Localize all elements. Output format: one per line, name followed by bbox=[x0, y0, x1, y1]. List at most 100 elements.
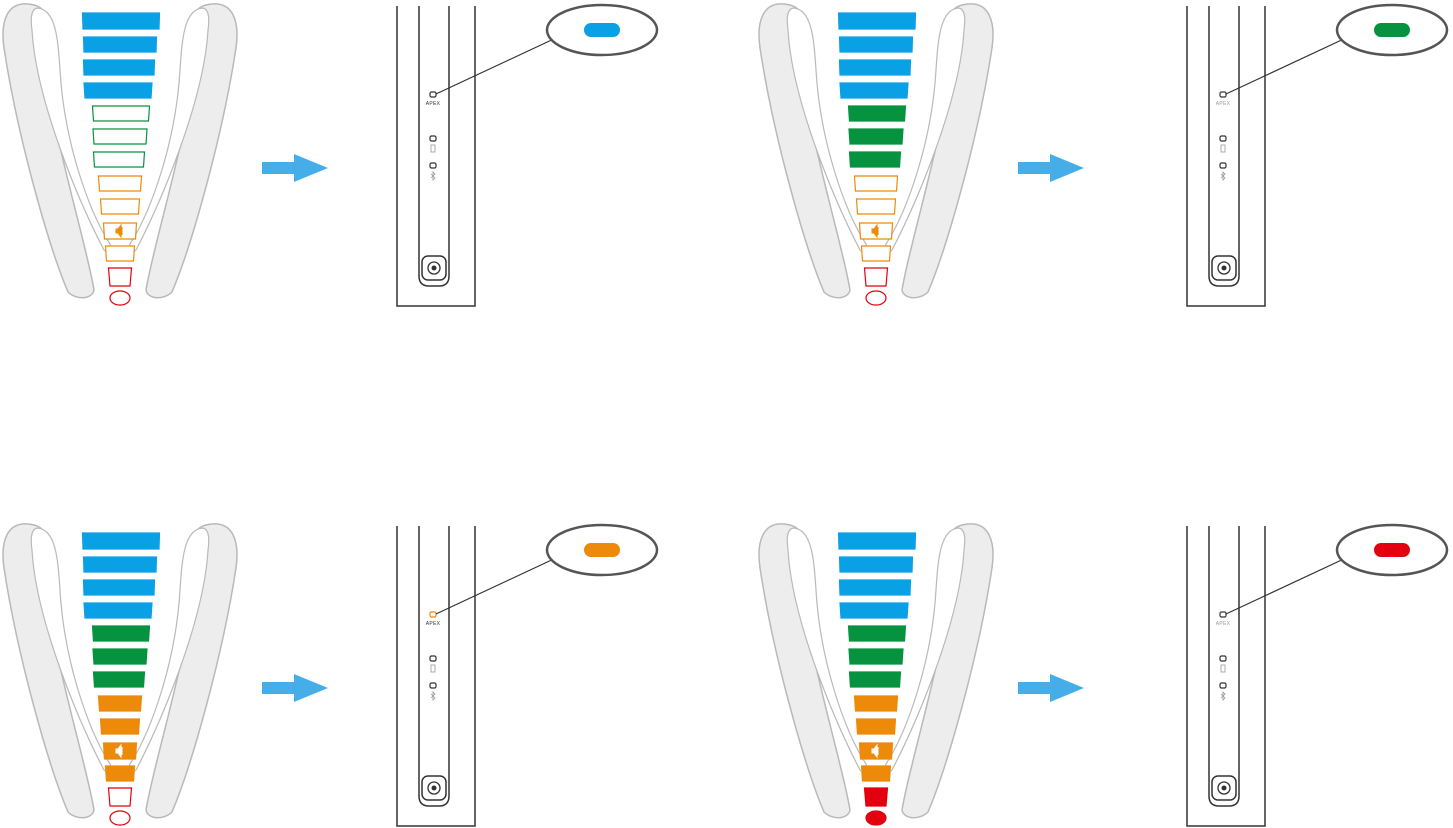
level-segment-8 bbox=[853, 175, 899, 192]
level-segment-5 bbox=[847, 625, 907, 642]
arrow-icon bbox=[1018, 674, 1084, 702]
level-segment-2 bbox=[82, 556, 158, 573]
level-segment-8 bbox=[97, 695, 143, 712]
speaker-icon bbox=[871, 223, 879, 239]
level-segment-5 bbox=[91, 105, 151, 122]
device-panel bbox=[1208, 526, 1240, 807]
level-segment-11 bbox=[860, 245, 892, 262]
battery-led bbox=[1219, 655, 1227, 662]
level-segment-4 bbox=[839, 82, 909, 99]
level-segment-3 bbox=[838, 59, 912, 76]
level-segment-4 bbox=[83, 82, 153, 99]
level-segment-11 bbox=[860, 765, 892, 782]
led-blue-indicator bbox=[584, 23, 620, 37]
power-icon-dot bbox=[1221, 265, 1227, 271]
level-segment-1 bbox=[837, 532, 917, 550]
arrow-icon bbox=[262, 674, 328, 702]
callout-line bbox=[435, 556, 559, 615]
device-panel bbox=[418, 526, 450, 807]
level-segment-12 bbox=[863, 267, 889, 287]
speaker-icon bbox=[871, 743, 879, 759]
battery-icon bbox=[1220, 144, 1226, 153]
level-segment-4 bbox=[839, 602, 909, 619]
level-segment-7 bbox=[848, 671, 902, 688]
level-segment-3 bbox=[82, 579, 156, 596]
apex-label: APEX bbox=[1216, 101, 1231, 107]
battery-led bbox=[429, 135, 437, 142]
level-segment-1 bbox=[837, 12, 917, 30]
panel-orange: APEX bbox=[2, 523, 659, 827]
level-segment-2 bbox=[838, 556, 914, 573]
level-segment-11 bbox=[104, 245, 136, 262]
level-segment-6 bbox=[848, 128, 904, 145]
level-indicator-circle bbox=[109, 810, 131, 826]
level-segment-2 bbox=[82, 36, 158, 53]
level-segment-8 bbox=[97, 175, 143, 192]
status-led bbox=[429, 611, 437, 618]
level-segment-8 bbox=[853, 695, 899, 712]
level-segment-9 bbox=[99, 198, 141, 215]
level-segment-7 bbox=[92, 671, 146, 688]
bluetooth-icon bbox=[430, 171, 436, 181]
callout-line bbox=[1225, 556, 1349, 615]
battery-led bbox=[429, 655, 437, 662]
level-segment-12 bbox=[863, 787, 889, 807]
bluetooth-led bbox=[1219, 162, 1227, 169]
callout-line bbox=[1225, 36, 1349, 95]
level-indicator-circle bbox=[109, 290, 131, 306]
power-icon-dot bbox=[431, 265, 437, 271]
level-segment-11 bbox=[104, 765, 136, 782]
status-led bbox=[429, 91, 437, 98]
device-body bbox=[396, 6, 476, 307]
apex-label: APEX bbox=[1216, 621, 1231, 627]
device-panel bbox=[418, 6, 450, 287]
level-indicator-circle bbox=[865, 810, 887, 826]
level-segment-6 bbox=[92, 128, 148, 145]
speaker-icon bbox=[115, 223, 123, 239]
level-indicator-circle bbox=[865, 290, 887, 306]
device-body bbox=[1186, 6, 1266, 307]
battery-icon bbox=[430, 144, 436, 153]
level-segment-4 bbox=[83, 602, 153, 619]
arrow-icon bbox=[262, 154, 328, 182]
level-segment-1 bbox=[81, 532, 161, 550]
power-icon-dot bbox=[431, 785, 437, 791]
device-body bbox=[1186, 526, 1266, 827]
arrow-icon bbox=[1018, 154, 1084, 182]
apex-label: APEX bbox=[426, 621, 441, 627]
bluetooth-icon bbox=[1220, 171, 1226, 181]
level-segment-9 bbox=[99, 718, 141, 735]
level-segment-3 bbox=[838, 579, 912, 596]
bluetooth-icon bbox=[1220, 691, 1226, 701]
level-segment-1 bbox=[81, 12, 161, 30]
bluetooth-led bbox=[429, 682, 437, 689]
level-segment-9 bbox=[855, 198, 897, 215]
battery-icon bbox=[1220, 664, 1226, 673]
apex-label: APEX bbox=[426, 101, 441, 107]
level-segment-9 bbox=[855, 718, 897, 735]
battery-icon bbox=[430, 664, 436, 673]
power-icon-dot bbox=[1221, 785, 1227, 791]
level-segment-7 bbox=[92, 151, 146, 168]
level-segment-6 bbox=[92, 648, 148, 665]
level-segment-2 bbox=[838, 36, 914, 53]
bluetooth-icon bbox=[430, 691, 436, 701]
device-panel bbox=[1208, 6, 1240, 287]
bluetooth-led bbox=[429, 162, 437, 169]
level-segment-12 bbox=[107, 787, 133, 807]
level-segment-5 bbox=[847, 105, 907, 122]
device-body bbox=[396, 526, 476, 827]
battery-led bbox=[1219, 135, 1227, 142]
status-led bbox=[1219, 611, 1227, 618]
panel-red: APEX bbox=[758, 523, 1449, 827]
level-segment-5 bbox=[91, 625, 151, 642]
level-segment-7 bbox=[848, 151, 902, 168]
led-orange-indicator bbox=[584, 543, 620, 557]
callout-line bbox=[435, 36, 559, 95]
bluetooth-led bbox=[1219, 682, 1227, 689]
status-led bbox=[1219, 91, 1227, 98]
led-green-indicator bbox=[1374, 23, 1410, 37]
level-segment-6 bbox=[848, 648, 904, 665]
panel-green: APEX bbox=[758, 3, 1449, 307]
